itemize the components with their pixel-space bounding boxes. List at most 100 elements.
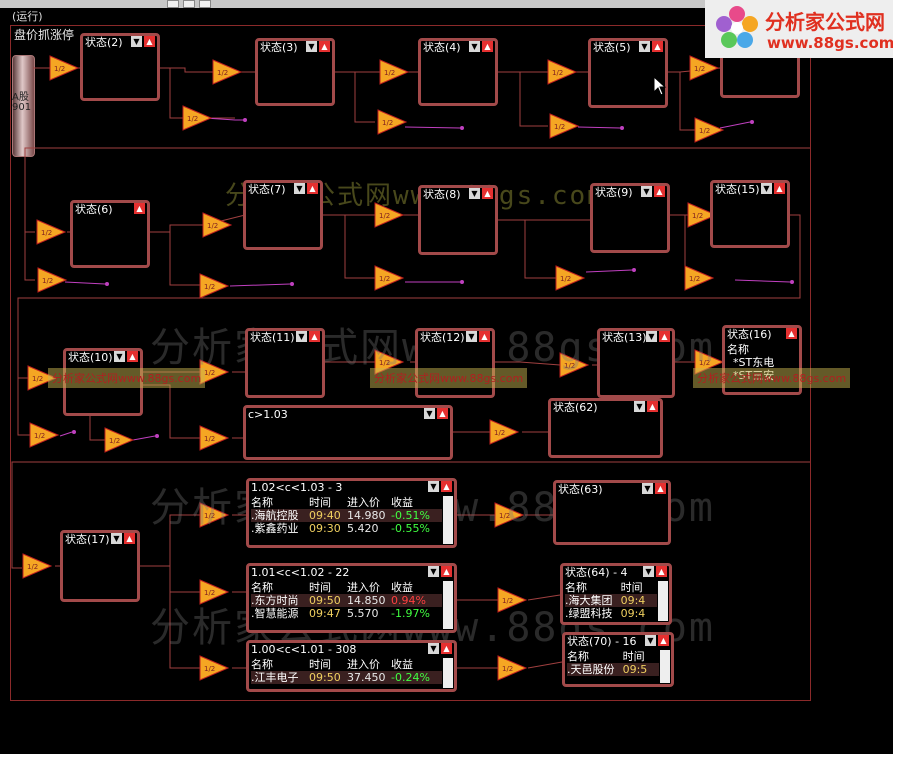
condition-node-icon[interactable]: [199, 273, 230, 299]
dropdown-icon[interactable]: ▼: [428, 481, 439, 492]
table-row[interactable]: .海航控股 09:40 14.980 -0.51%: [251, 509, 442, 522]
dropdown-icon[interactable]: ▼: [639, 41, 650, 52]
condition-node-icon[interactable]: [199, 579, 230, 605]
up-arrow-icon[interactable]: ▲: [134, 203, 145, 214]
condition-node-icon[interactable]: [549, 113, 580, 139]
dropdown-icon[interactable]: ▼: [646, 331, 657, 342]
toolbar-button[interactable]: [199, 0, 211, 8]
state-box-63[interactable]: 状态(63) ▼▲: [553, 480, 671, 545]
up-arrow-icon[interactable]: ▲: [786, 328, 797, 339]
up-arrow-icon[interactable]: ▲: [652, 41, 663, 52]
condition-node-icon[interactable]: [37, 267, 68, 293]
condition-node-icon[interactable]: [377, 109, 408, 135]
condition-node-icon[interactable]: [497, 655, 528, 681]
table-row[interactable]: .紫鑫药业 09:30 5.420 -0.55%: [251, 522, 430, 535]
dropdown-icon[interactable]: ▼: [645, 635, 656, 646]
condition-node-icon[interactable]: [212, 59, 243, 85]
up-arrow-icon[interactable]: ▲: [441, 481, 452, 492]
state-box-6[interactable]: 状态(6) ▲: [70, 200, 150, 268]
result-table-d[interactable]: 状态(64) - 4 ▼▲ 名称 时间 .海大集团 09:4 .绿盟科技 09:…: [560, 563, 672, 625]
toolbar-button[interactable]: [183, 0, 195, 8]
condition-node-icon[interactable]: [27, 365, 58, 391]
dropdown-icon[interactable]: ▼: [294, 183, 305, 194]
condition-node-icon[interactable]: [547, 59, 578, 85]
condition-node-icon[interactable]: [489, 419, 520, 445]
dropdown-icon[interactable]: ▼: [424, 408, 435, 419]
up-arrow-icon[interactable]: ▲: [659, 331, 670, 342]
state-box-15[interactable]: 状态(15) ▼▲: [710, 180, 790, 248]
dropdown-icon[interactable]: ▼: [466, 331, 477, 342]
state-box-9[interactable]: 状态(9) ▼▲: [590, 183, 670, 253]
stock-pool-cylinder[interactable]: [12, 55, 35, 157]
state-box-11[interactable]: 状态(11) ▼▲: [245, 328, 325, 398]
dropdown-icon[interactable]: ▼: [634, 401, 645, 412]
table-row[interactable]: .智慧能源 09:47 5.570 -1.97%: [251, 607, 430, 620]
up-arrow-icon[interactable]: ▲: [654, 186, 665, 197]
condition-node-icon[interactable]: [687, 202, 718, 228]
condition-node-icon[interactable]: [684, 265, 715, 291]
condition-node-icon[interactable]: [36, 219, 67, 245]
scrollbar[interactable]: [443, 658, 453, 688]
condition-node-icon[interactable]: [555, 265, 586, 291]
state-box-17[interactable]: 状态(17) ▼▲: [60, 530, 140, 602]
up-arrow-icon[interactable]: ▲: [144, 36, 155, 47]
up-arrow-icon[interactable]: ▲: [124, 533, 135, 544]
table-row[interactable]: .天邑股份 09:5: [567, 663, 659, 676]
table-row[interactable]: .江丰电子 09:50 37.450 -0.24%: [251, 671, 442, 684]
condition-node-icon[interactable]: [199, 655, 230, 681]
state-box-7[interactable]: 状态(7) ▼▲: [243, 180, 323, 250]
condition-node-icon[interactable]: [559, 352, 590, 378]
condition-node-icon[interactable]: [199, 502, 230, 528]
up-arrow-icon[interactable]: ▲: [658, 635, 669, 646]
up-arrow-icon[interactable]: ▲: [441, 566, 452, 577]
condition-node-icon[interactable]: [182, 105, 213, 131]
dropdown-icon[interactable]: ▼: [641, 186, 652, 197]
dropdown-icon[interactable]: ▼: [131, 36, 142, 47]
up-arrow-icon[interactable]: ▲: [441, 643, 452, 654]
condition-node-icon[interactable]: [29, 422, 60, 448]
up-arrow-icon[interactable]: ▲: [656, 566, 667, 577]
dropdown-icon[interactable]: ▼: [469, 188, 480, 199]
table-row[interactable]: .东方时尚 09:50 14.850 0.94%: [251, 594, 442, 607]
result-table-a[interactable]: 1.02<c<1.03 - 3 ▼▲ 名称 时间 进入价 收益 .海航控股 09…: [246, 478, 457, 548]
up-arrow-icon[interactable]: ▲: [482, 188, 493, 199]
dropdown-icon[interactable]: ▼: [114, 351, 125, 362]
up-arrow-icon[interactable]: ▲: [774, 183, 785, 194]
condition-node-icon[interactable]: [497, 587, 528, 613]
result-table-e[interactable]: 状态(70) - 16 ▼▲ 名称 时间 .天邑股份 09:5: [562, 632, 674, 687]
dropdown-icon[interactable]: ▼: [428, 643, 439, 654]
state-box-3[interactable]: 状态(3) ▼▲: [255, 38, 335, 106]
table-row[interactable]: .海大集团 09:4: [565, 594, 657, 607]
dropdown-icon[interactable]: ▼: [469, 41, 480, 52]
condition-node-icon[interactable]: [199, 425, 230, 451]
state-box-13[interactable]: 状态(13) ▼▲: [597, 328, 675, 398]
dropdown-icon[interactable]: ▼: [428, 566, 439, 577]
state-box-c103[interactable]: c>1.03 ▼▲: [243, 405, 453, 460]
condition-node-icon[interactable]: [202, 212, 233, 238]
table-row[interactable]: .绿盟科技 09:4: [565, 607, 646, 620]
scrollbar[interactable]: [660, 650, 670, 683]
result-table-c[interactable]: 1.00<c<1.01 - 308 ▼▲ 名称 时间 进入价 收益 .江丰电子 …: [246, 640, 457, 692]
condition-node-icon[interactable]: [689, 55, 720, 81]
condition-node-icon[interactable]: [494, 502, 525, 528]
dropdown-icon[interactable]: ▼: [306, 41, 317, 52]
up-arrow-icon[interactable]: ▲: [309, 331, 320, 342]
scrollbar[interactable]: [443, 496, 453, 544]
state-box-2[interactable]: 状态(2) ▼▲: [80, 33, 160, 101]
toolbar-button[interactable]: [167, 0, 179, 8]
list-item[interactable]: *ST东电: [733, 356, 775, 369]
condition-node-icon[interactable]: [694, 117, 725, 143]
dropdown-icon[interactable]: ▼: [761, 183, 772, 194]
condition-node-icon[interactable]: [49, 55, 80, 81]
result-table-b[interactable]: 1.01<c<1.02 - 22 ▼▲ 名称 时间 进入价 收益 .东方时尚 0…: [246, 563, 457, 633]
state-box-8[interactable]: 状态(8) ▼▲: [418, 185, 498, 255]
condition-node-icon[interactable]: [104, 427, 135, 453]
up-arrow-icon[interactable]: ▲: [319, 41, 330, 52]
up-arrow-icon[interactable]: ▲: [307, 183, 318, 194]
scrollbar[interactable]: [658, 581, 668, 621]
dropdown-icon[interactable]: ▼: [111, 533, 122, 544]
condition-node-icon[interactable]: [22, 553, 53, 579]
state-box-5[interactable]: 状态(5) ▼▲: [588, 38, 668, 108]
up-arrow-icon[interactable]: ▲: [655, 483, 666, 494]
state-box-62[interactable]: 状态(62) ▼▲: [548, 398, 663, 458]
